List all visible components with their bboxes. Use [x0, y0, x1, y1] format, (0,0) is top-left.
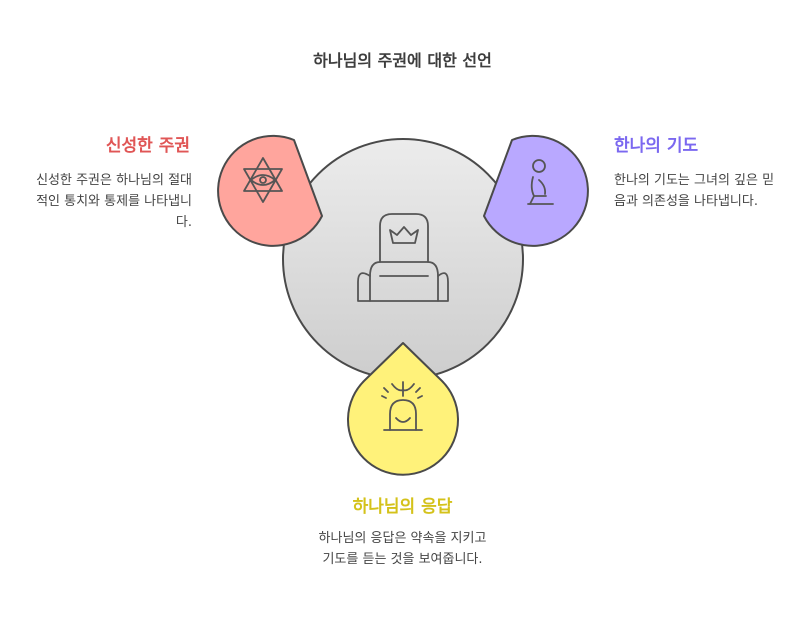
description-divine-sovereignty: 신성한 주권은 하나님의 절대적인 통치와 통제를 나타냅니다. — [36, 173, 192, 230]
description-god-response: 하나님의 응답은 약속을 지키고 기도를 듣는 것을 보여줍니다. — [318, 531, 487, 567]
heading-divine-sovereignty: 신성한 주권 — [105, 136, 190, 156]
node-right-teardrop — [483, 134, 589, 247]
heading-god-response: 하나님의 응답 — [352, 497, 453, 517]
star-of-david-eye-icon — [243, 157, 283, 203]
node-bottom-teardrop — [347, 342, 459, 476]
throne-with-crown-icon — [357, 213, 449, 302]
kneeling-person-icon — [527, 159, 554, 205]
diagram-title: 하나님의 주권에 대한 선언 — [313, 51, 492, 70]
dove-over-person-icon — [381, 381, 423, 431]
description-hannah-prayer: 한나의 기도는 그녀의 깊은 믿음과 의존성을 나타냅니다. — [614, 173, 775, 209]
heading-hannah-prayer: 한나의 기도 — [614, 136, 699, 156]
